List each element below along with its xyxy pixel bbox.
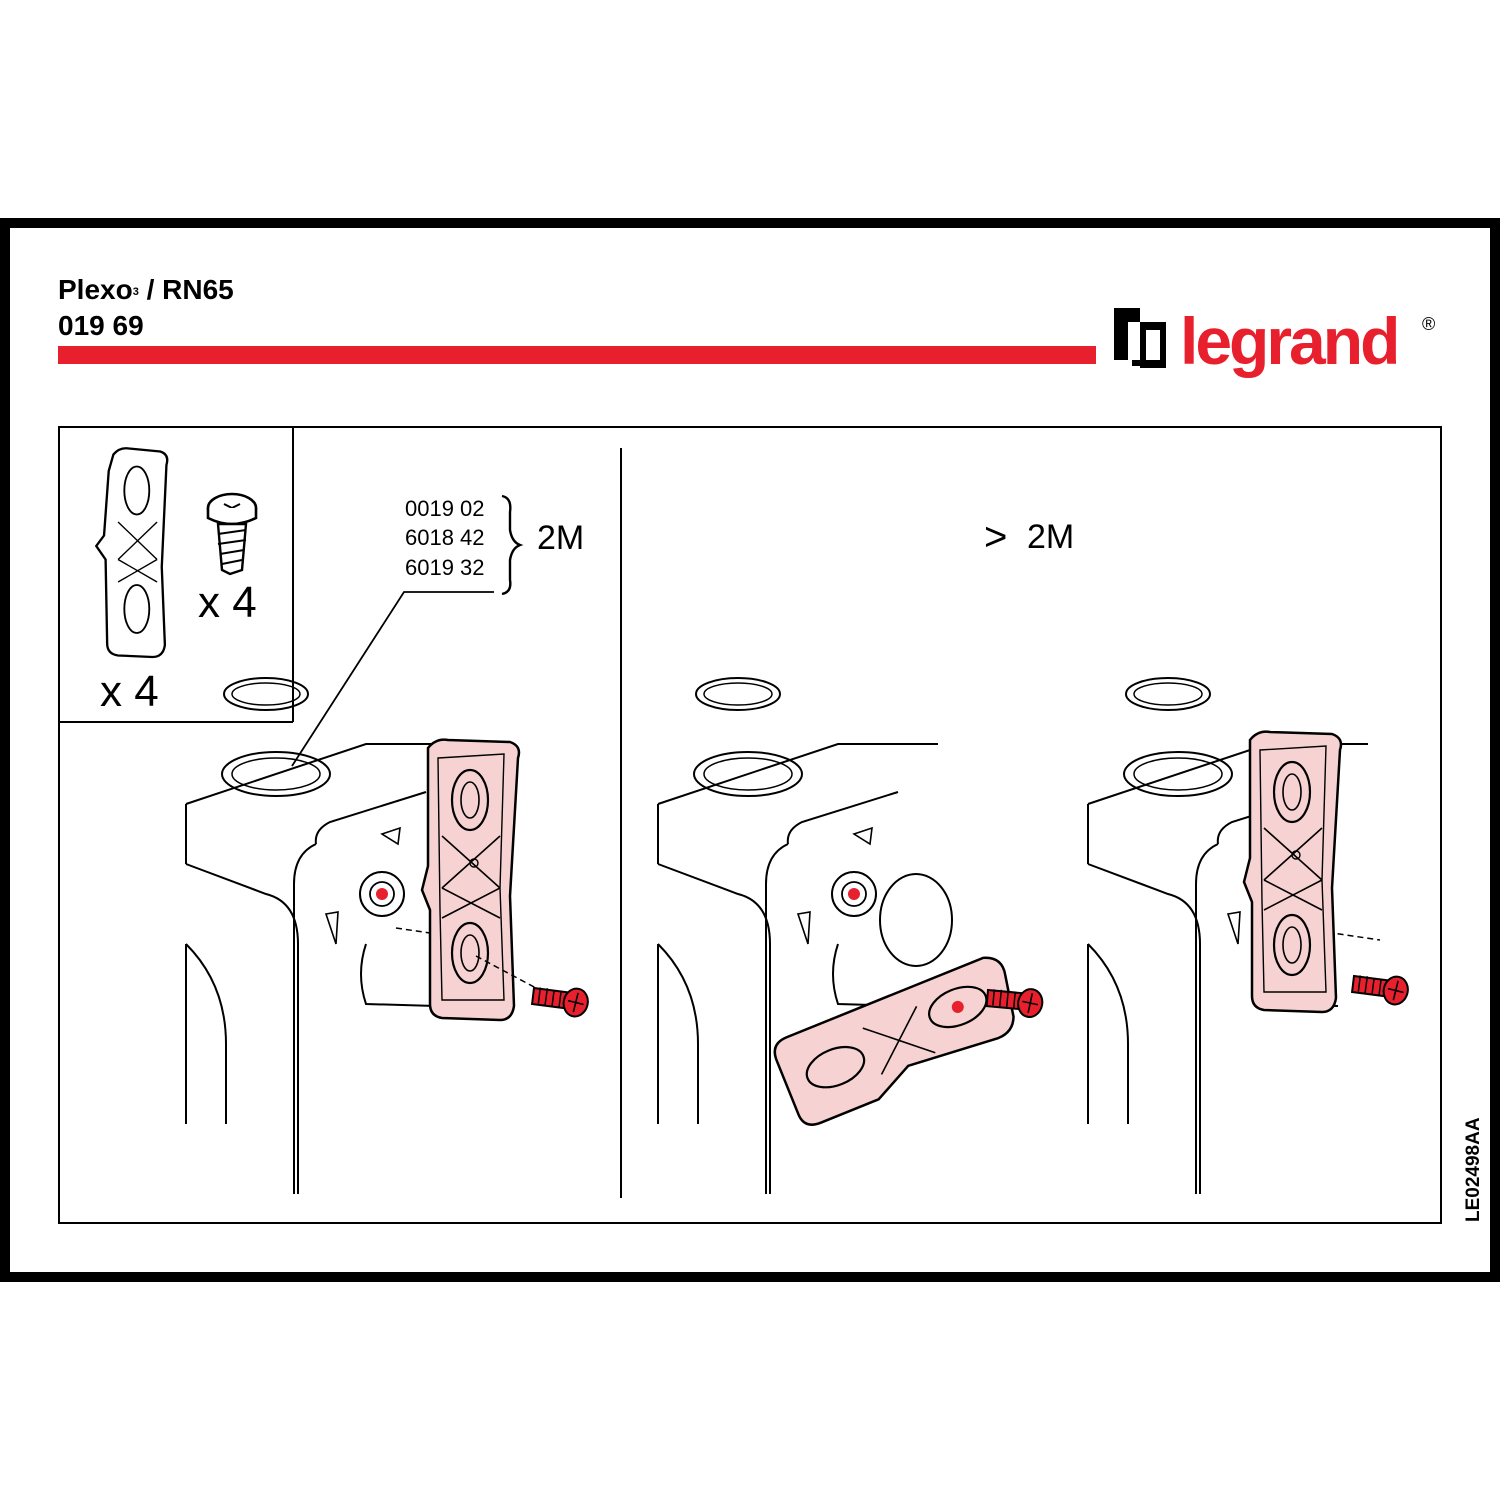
legrand-logo: legrand ® <box>1114 304 1435 378</box>
document-code: LE02498AA <box>1463 1117 1484 1222</box>
legrand-wordmark: legrand <box>1180 304 1397 378</box>
bracket-part-icon <box>94 447 169 659</box>
reference-1: 6018 42 <box>405 525 485 550</box>
reference-leader-line <box>291 591 494 767</box>
reference-0: 0019 02 <box>405 496 485 521</box>
screw-part-icon <box>206 492 258 576</box>
reference-2: 6019 32 <box>405 555 485 580</box>
product-code: 019 69 <box>58 310 144 341</box>
registered-mark: ® <box>1422 314 1435 334</box>
product-superscript: 3 <box>132 286 139 298</box>
left-size-label: 2M <box>537 519 584 557</box>
screw-quantity-label: x 4 <box>198 578 257 627</box>
right-size-label: 2M <box>1027 518 1074 556</box>
product-name: Plexo3 / RN65 <box>58 274 234 305</box>
legrand-mark-icon <box>1114 308 1166 368</box>
reference-bracket-brace <box>501 494 524 596</box>
scene-large-vertical-bracket <box>1087 677 1412 1195</box>
scene-2m-vertical-bracket <box>185 677 592 1195</box>
header-red-bar <box>58 346 1096 364</box>
instruction-sheet-border <box>0 218 1500 1282</box>
scene-large-horizontal-bracket <box>657 677 1046 1195</box>
bracket-quantity-label: x 4 <box>100 667 159 716</box>
right-size-prefix: > <box>984 515 1007 559</box>
illustration-frame <box>58 426 1442 1224</box>
